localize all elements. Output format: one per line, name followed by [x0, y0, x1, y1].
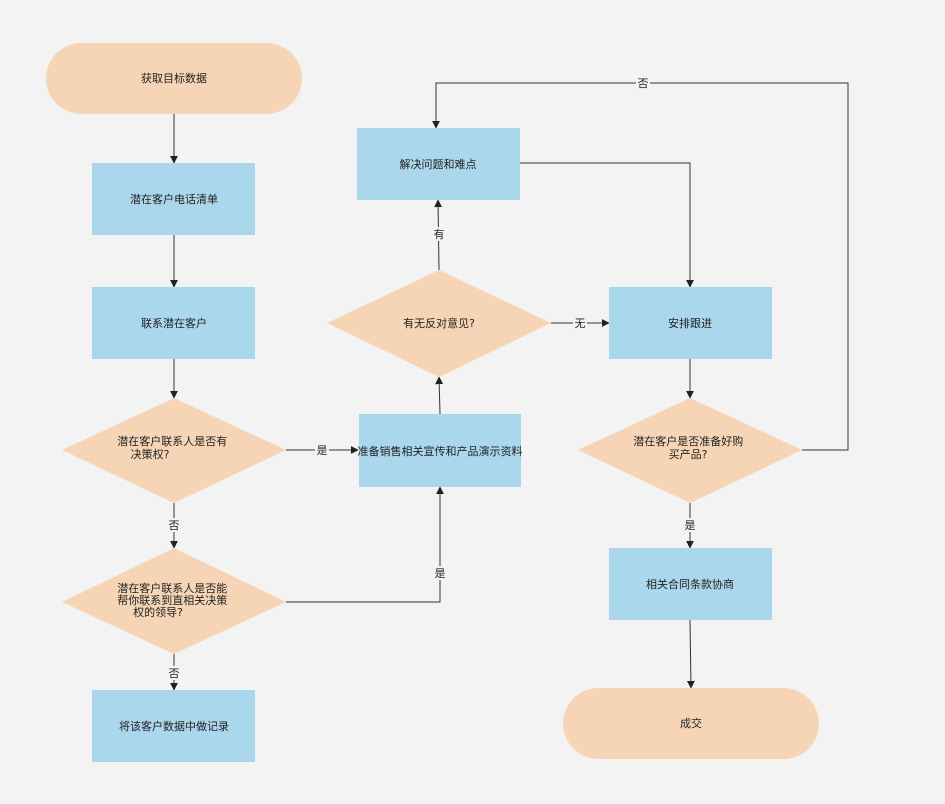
referral-line-1: 潜在客户联系人是否能 [117, 581, 227, 595]
svg-text:无: 无 [575, 317, 586, 330]
svg-text:否: 否 [638, 77, 649, 90]
svg-text:是: 是 [317, 444, 328, 457]
edge-referral-yes-to-prepare [286, 486, 444, 603]
authority-line-2: 决策权? [131, 447, 170, 461]
nodes: 获取目标数据 潜在客户电话清单 联系潜在客户 潜在客户联系人是否有 决策权? 潜… [46, 43, 819, 762]
decision-shape [578, 398, 802, 503]
label-referral-no: 否 [167, 666, 181, 680]
authority-line-1: 潜在客户联系人是否有 [117, 434, 227, 448]
label-authority-yes: 是 [315, 443, 329, 457]
node-start: 获取目标数据 [46, 43, 302, 114]
edge-prepare-to-objection [435, 376, 444, 415]
label-objection-no: 无 [573, 316, 587, 330]
label-objection-yes: 有 [432, 227, 446, 241]
edge-ready-no-to-solve [432, 82, 849, 451]
ready-line-2: 买产品? [669, 447, 708, 461]
process-shape [609, 548, 772, 620]
svg-text:是: 是 [685, 519, 696, 532]
decision-shape [62, 398, 286, 503]
node-decision-referral: 潜在客户联系人是否能 帮你联系到直相关决策 权的领导? [62, 548, 286, 654]
node-start-label: 获取目标数据 [141, 71, 207, 85]
process-shape [357, 128, 520, 200]
edge-labels: 是 否 是 否 有 无 否 是 [167, 76, 697, 680]
svg-text:否: 否 [169, 667, 180, 680]
decision-shape [327, 270, 551, 377]
node-contact-label: 联系潜在客户 [141, 316, 207, 330]
process-shape [359, 414, 521, 487]
node-decision-objection-label: 有无反对意见? [403, 316, 475, 330]
node-record-label: 将该客户数据中做记录 [119, 719, 229, 733]
label-ready-no: 否 [636, 76, 650, 90]
node-decision-ready-label: 潜在客户是否准备好购 买产品? [633, 434, 747, 461]
node-prepare: 准备销售相关宣传和产品演示资料 [358, 414, 523, 487]
node-solve: 解决问题和难点 [357, 128, 520, 200]
label-authority-no: 否 [167, 518, 181, 532]
node-followup: 安排跟进 [609, 287, 772, 359]
terminal-shape [46, 43, 302, 114]
node-prepare-label: 准备销售相关宣传和产品演示资料 [358, 444, 523, 458]
label-referral-yes: 是 [433, 566, 447, 580]
node-contact: 联系潜在客户 [92, 287, 255, 359]
node-followup-label: 安排跟进 [668, 316, 712, 330]
svg-text:是: 是 [435, 567, 446, 580]
decision-shape [62, 548, 286, 654]
node-decision-referral-label: 潜在客户联系人是否能 帮你联系到直相关决策 权的领导? [117, 581, 231, 619]
referral-line-3: 权的领导? [133, 605, 183, 619]
node-deal: 成交 [563, 688, 819, 759]
node-record: 将该客户数据中做记录 [92, 690, 255, 762]
terminal-shape [563, 688, 819, 759]
label-ready-yes: 是 [683, 518, 697, 532]
process-shape [92, 287, 255, 359]
node-decision-ready: 潜在客户是否准备好购 买产品? [578, 398, 802, 503]
process-shape [92, 163, 255, 235]
node-negotiate-label: 相关合同条款协商 [646, 577, 734, 591]
node-decision-authority-label: 潜在客户联系人是否有 决策权? [117, 434, 231, 461]
process-shape [609, 287, 772, 359]
svg-text:有: 有 [434, 227, 445, 241]
node-decision-authority: 潜在客户联系人是否有 决策权? [62, 398, 286, 503]
ready-line-1: 潜在客户是否准备好购 [633, 434, 743, 448]
node-deal-label: 成交 [680, 716, 702, 730]
process-shape [92, 690, 255, 762]
node-solve-label: 解决问题和难点 [400, 157, 477, 171]
node-phone-list: 潜在客户电话清单 [92, 163, 255, 235]
referral-line-2: 帮你联系到直相关决策 [117, 593, 227, 607]
node-decision-objection: 有无反对意见? [327, 270, 551, 377]
edge-solve-to-followup [520, 162, 694, 288]
node-phone-list-label: 潜在客户电话清单 [130, 192, 218, 206]
svg-text:否: 否 [169, 519, 180, 532]
node-negotiate: 相关合同条款协商 [609, 548, 772, 620]
edge-negotiate-to-deal [686, 619, 695, 689]
